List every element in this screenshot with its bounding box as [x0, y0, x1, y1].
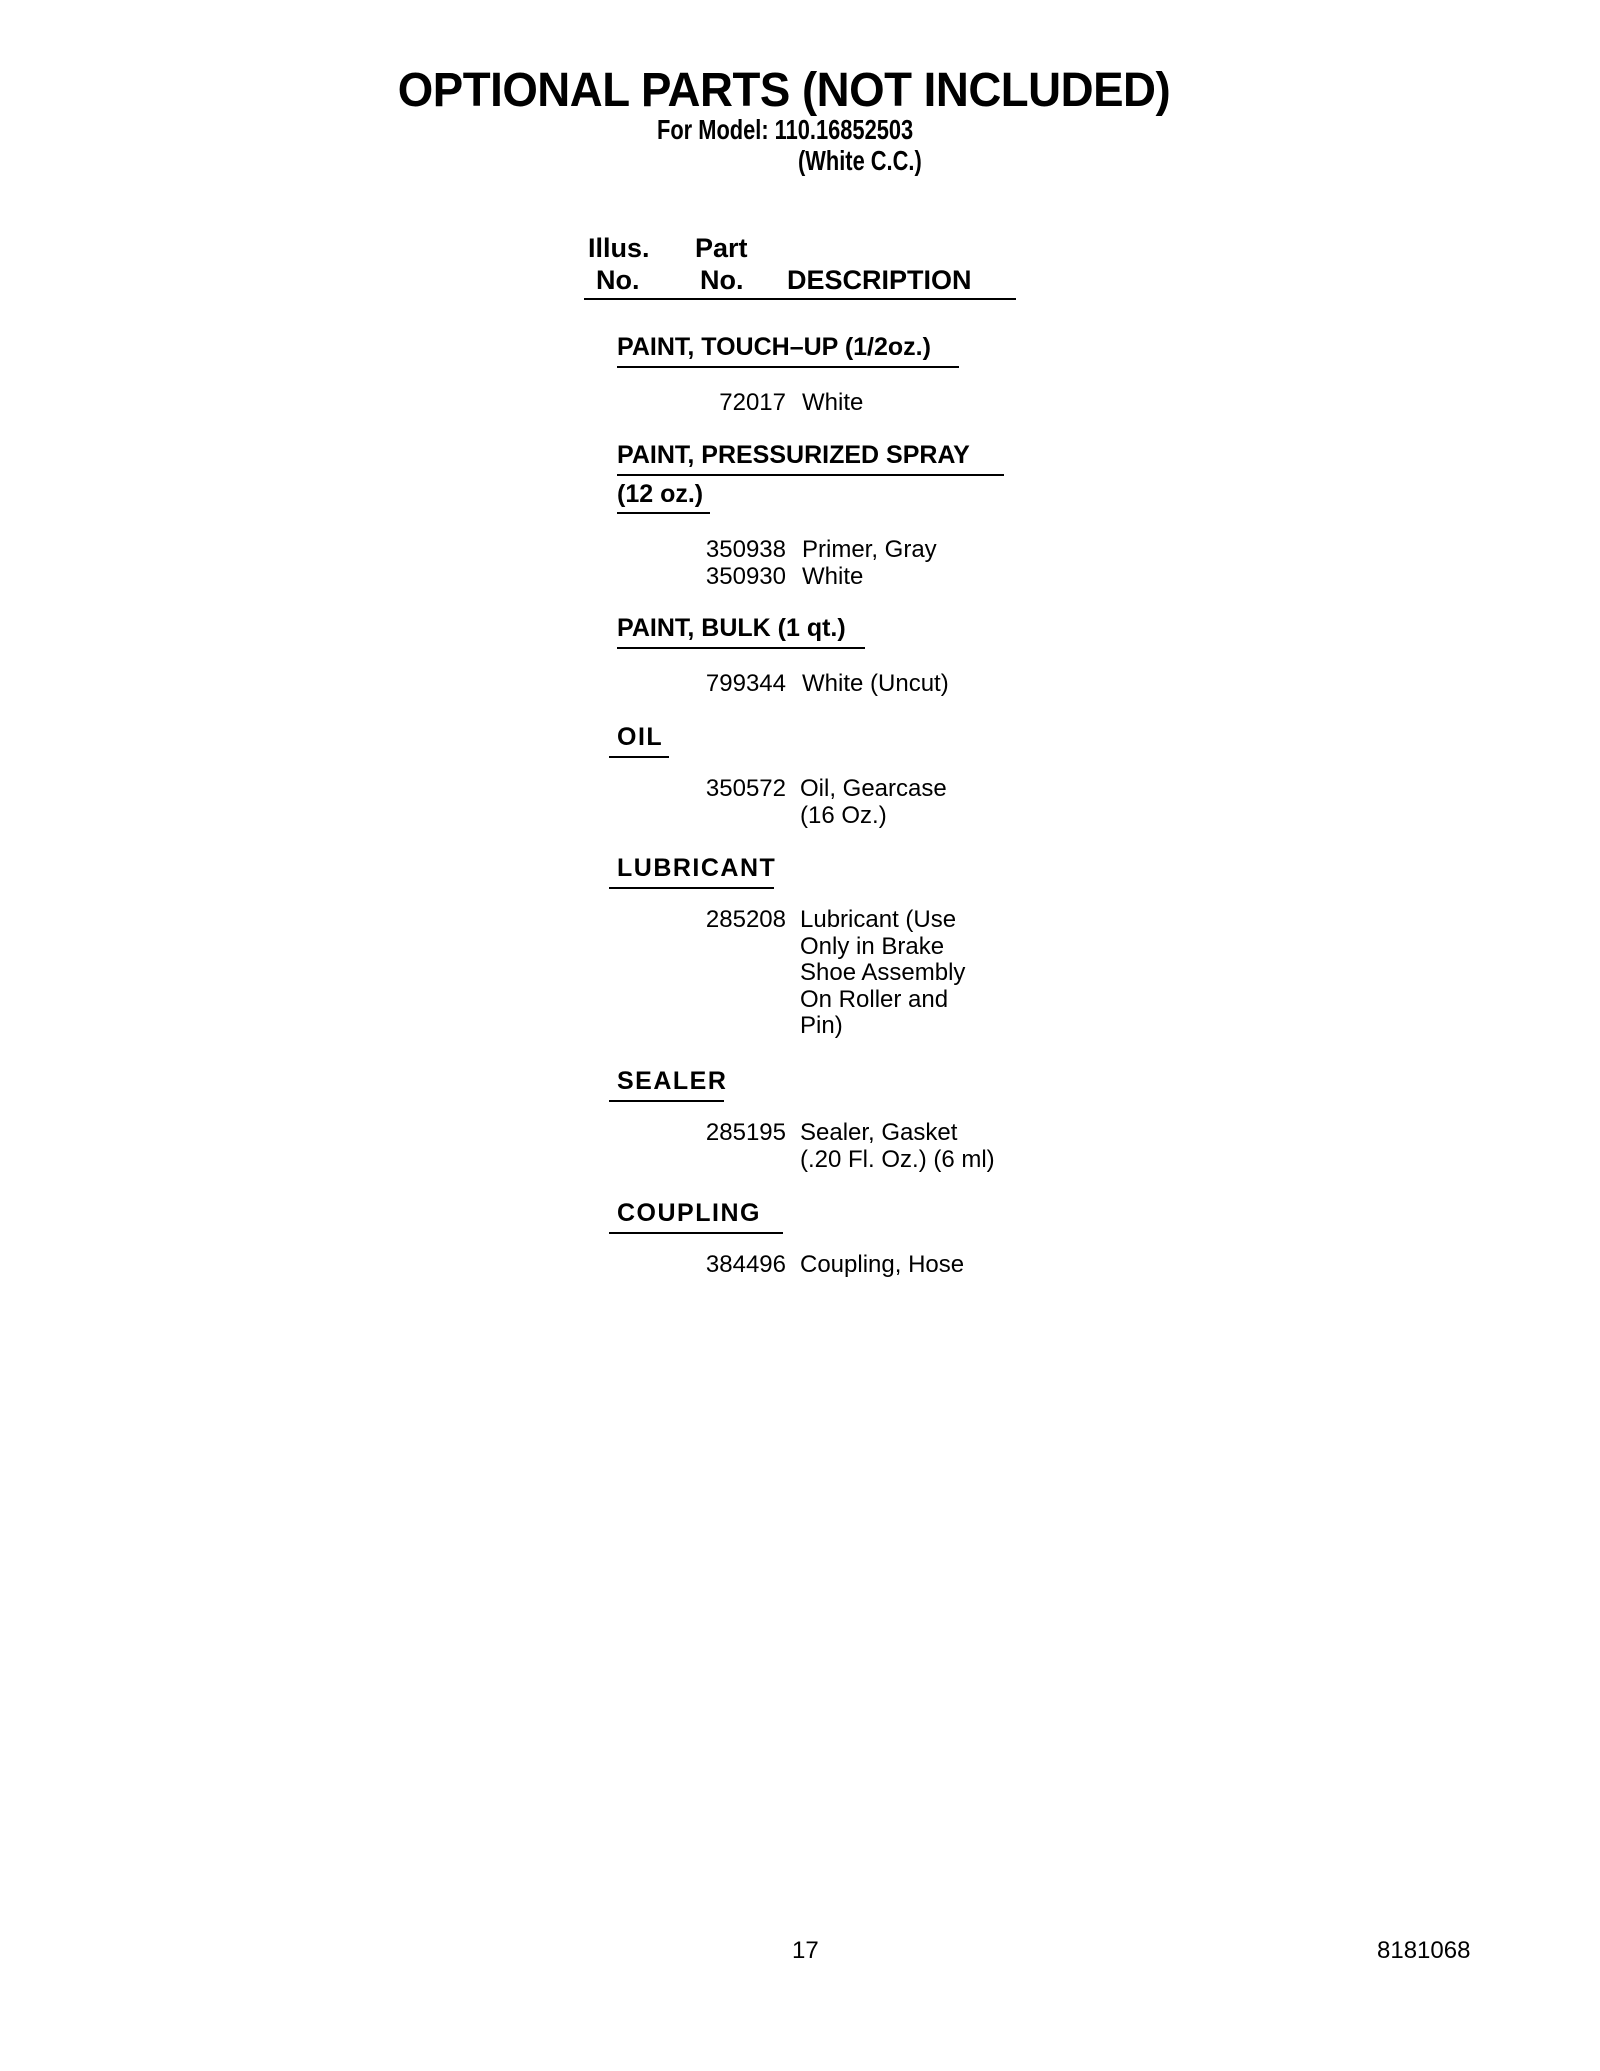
description-line: White (Uncut) [802, 670, 949, 697]
description-line: Shoe Assembly [800, 959, 966, 986]
description-line: Coupling, Hose [800, 1251, 965, 1278]
part-number: 285208 [705, 906, 786, 933]
part-description: Sealer, Gasket (.20 Fl. Oz.) (6 ml) [800, 1119, 995, 1173]
description-line: Oil, Gearcase [800, 775, 947, 802]
section-title-paint-pressurized-spray: PAINT, PRESSURIZED SPRAY [617, 441, 970, 469]
description-line: Pin) [800, 1012, 843, 1039]
col-part-no-label: No. [700, 265, 744, 295]
section-underline [609, 756, 669, 758]
part-number: 350572 [705, 775, 786, 802]
part-number: 350930 [705, 563, 786, 590]
section-underline [617, 512, 710, 514]
section-underline [609, 1232, 783, 1234]
description-line: Only in Brake [800, 932, 945, 960]
part-number: 799344 [705, 670, 786, 697]
description-line: (16 Oz.) [800, 801, 887, 829]
header-divider [584, 298, 1016, 300]
document-number: 8181068 [1377, 1937, 1471, 1964]
part-description: Oil, Gearcase (16 Oz.) [800, 775, 947, 829]
part-description: White (Uncut) [802, 670, 949, 698]
part-number: 350938 [705, 536, 786, 563]
section-underline [617, 366, 959, 368]
col-part-label: Part [695, 233, 748, 263]
part-number: 72017 [719, 389, 786, 416]
part-description: Primer, Gray [802, 536, 937, 564]
section-underline [617, 647, 865, 649]
section-title-coupling: COUPLING [617, 1199, 761, 1227]
section-title-lubricant: LUBRICANT [617, 854, 777, 882]
description-line: White [802, 563, 864, 590]
page-number: 17 [792, 1937, 819, 1964]
section-underline [617, 474, 1004, 476]
description-line: (.20 Fl. Oz.) (6 ml) [800, 1145, 995, 1173]
col-illus-label: Illus. [588, 233, 650, 263]
page-title: OPTIONAL PARTS (NOT INCLUDED) [397, 64, 1171, 117]
part-description: Lubricant (Use Only in Brake Shoe Assemb… [800, 906, 966, 1040]
part-number: 285195 [705, 1119, 786, 1146]
description-line: Sealer, Gasket [800, 1119, 958, 1146]
section-underline [609, 887, 774, 889]
part-description: White [802, 563, 864, 591]
description-line: Primer, Gray [802, 536, 937, 563]
description-line: White [802, 389, 864, 416]
col-description-label: DESCRIPTION [787, 265, 972, 295]
section-title-sealer: SEALER [617, 1067, 728, 1095]
part-description: White [802, 389, 864, 417]
section-title-oil: OIL [617, 723, 664, 751]
section-underline [609, 1100, 724, 1102]
model-line: For Model: 110.16852503 [657, 114, 914, 145]
description-line: On Roller and [800, 985, 949, 1013]
part-description: Coupling, Hose [800, 1251, 965, 1279]
part-number: 384496 [705, 1251, 786, 1278]
section-title-paint-bulk: PAINT, BULK (1 qt.) [617, 614, 846, 642]
section-title-paint-touch-up: PAINT, TOUCH–UP (1/2oz.) [617, 333, 931, 361]
variant-line: (White C.C.) [798, 145, 922, 176]
section-title-paint-pressurized-spray-cont: (12 oz.) [617, 480, 704, 508]
description-line: Lubricant (Use [800, 906, 957, 933]
col-illus-no-label: No. [596, 265, 640, 295]
